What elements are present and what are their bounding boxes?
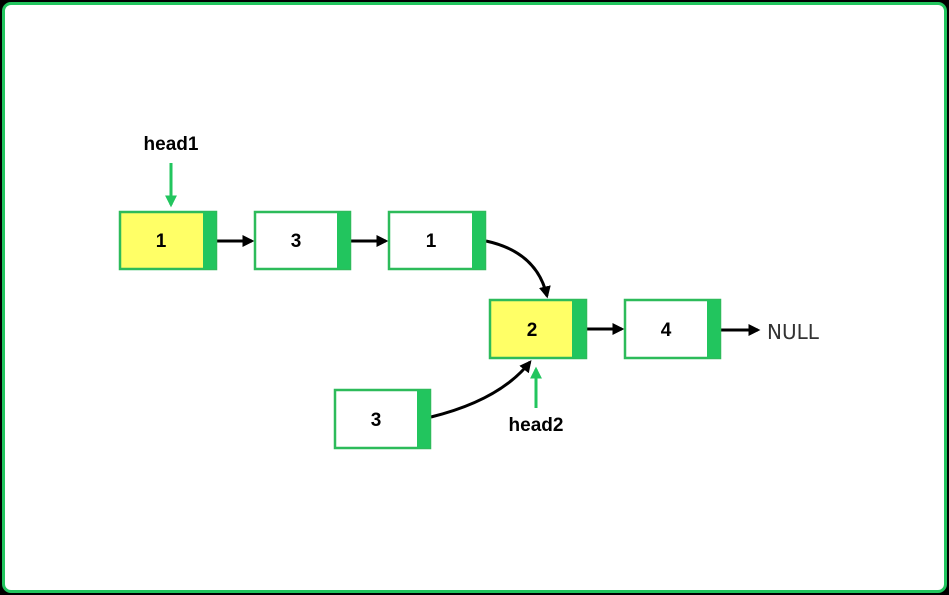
node-value: 3 [291,231,302,252]
list-node: 3 [333,388,432,450]
node-pointer-field [707,300,720,358]
edge-n3-n4 [485,239,551,299]
list-node: 3 [253,210,352,271]
null-label: NULL [767,320,820,344]
list-node: 1 [387,210,487,271]
node-value: 4 [661,320,672,341]
head2-label: head2 [509,415,564,436]
node-pointer-field [417,390,430,448]
node-value: 1 [426,231,437,252]
node-value: 2 [527,320,538,341]
list-node: 2 [488,298,588,360]
node-pointer-field [572,300,586,358]
head1-label: head1 [144,134,199,155]
list-node: 4 [623,298,722,360]
node-data-field [118,210,218,271]
head1-pointer: head1 [144,134,199,208]
list-node: 1 [118,210,218,271]
node-data-field [333,388,432,450]
node-pointer-field [203,212,216,269]
node-data-field [253,210,352,271]
head2-pointer: head2 [509,366,564,436]
node-pointer-field [472,212,485,269]
node-pointer-field [337,212,350,269]
node-data-field [623,298,722,360]
node-value: 3 [371,410,382,431]
edge-n6-n4 [430,360,532,419]
node-data-field [387,210,487,271]
node-value: 1 [156,231,167,252]
node-data-field [488,298,588,360]
